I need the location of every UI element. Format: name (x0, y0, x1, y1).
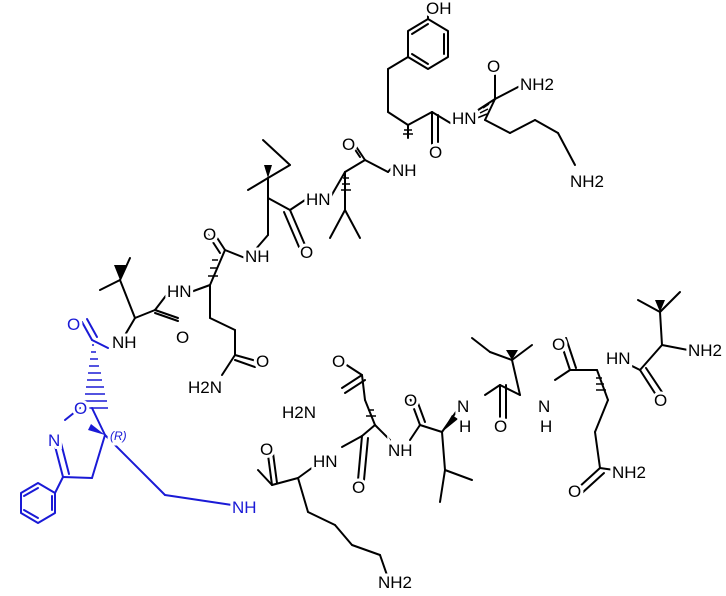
label-h-ile3: H (540, 417, 552, 436)
stereo-wedge-ile2 (442, 415, 458, 432)
hash-bond-val (341, 177, 351, 191)
label-nh-ile: HN (306, 190, 331, 209)
label-o: O (487, 57, 500, 76)
label-o-gln: O (203, 225, 216, 244)
hash-bond-asn (366, 409, 376, 417)
label-o-isox: O (74, 399, 87, 418)
label-o-gln2-side: O (568, 482, 581, 501)
label-h-ile2: H (459, 417, 471, 436)
label-o-lys2: O (352, 478, 365, 497)
label-nh-val2: HN (167, 282, 192, 301)
stereo-marks (83, 103, 665, 435)
label-o-asn: O (332, 352, 345, 371)
stereo-wedge-ile3 (506, 350, 518, 360)
label-o-link: O (260, 440, 273, 459)
label-n-isox: N (48, 431, 60, 450)
label-nh2-lys2: NH2 (378, 573, 412, 592)
label-o-val: O (342, 135, 355, 154)
atom-labels: OH HN O NH2 O NH NH2 O HN O NH O HN O NH… (45, 0, 725, 595)
label-o-ile: O (300, 243, 313, 262)
label-nh2-lys1: NH2 (570, 172, 604, 191)
label-o-val3: O (654, 391, 667, 410)
label-oh: OH (426, 0, 452, 18)
label-nh-tyr: HN (452, 109, 477, 128)
label-nh-asn: NH (388, 441, 413, 460)
label-nh2-asn: H2N (282, 403, 316, 422)
label-nh-val3: HN (606, 349, 631, 368)
label-o-ile3: O (494, 417, 507, 436)
label-nh-link: NH (232, 498, 257, 517)
label-nh-lys2: HN (313, 452, 338, 471)
hash-bond-gln2 (596, 377, 606, 391)
label-stereo: (R) (110, 429, 127, 443)
hash-bond-blue (83, 344, 108, 409)
label-o-ile2: O (404, 391, 417, 410)
label-o-tyr: O (429, 143, 442, 162)
stereo-wedge-val (114, 265, 126, 280)
label-nh-ile3: N (538, 397, 550, 416)
label-nh2-gln2: NH2 (612, 463, 646, 482)
stereo-wedge-ile (264, 165, 272, 178)
label-o-cap: O (67, 315, 80, 334)
label-nh2-gln1: H2N (188, 378, 222, 397)
label-nh2-amide1: NH2 (520, 75, 554, 94)
label-o-gln-side: O (256, 352, 269, 371)
label-nh-gln: NH (245, 247, 270, 266)
label-nh-cap: NH (112, 333, 137, 352)
blue-bonds (20, 318, 233, 524)
hash-bond-tyr (403, 129, 413, 135)
label-o-gln2: O (552, 335, 565, 354)
label-nh-val: NH (392, 161, 417, 180)
label-o-val2: O (176, 328, 189, 347)
stereo-wedge-val3 (655, 300, 665, 312)
hash-bond-lys (476, 103, 490, 119)
hash-bond-gln (208, 259, 218, 277)
label-nh2-nterm: NH2 (688, 341, 722, 360)
stereo-wedge-blue (88, 424, 105, 435)
label-nh-ile2: N (457, 397, 469, 416)
